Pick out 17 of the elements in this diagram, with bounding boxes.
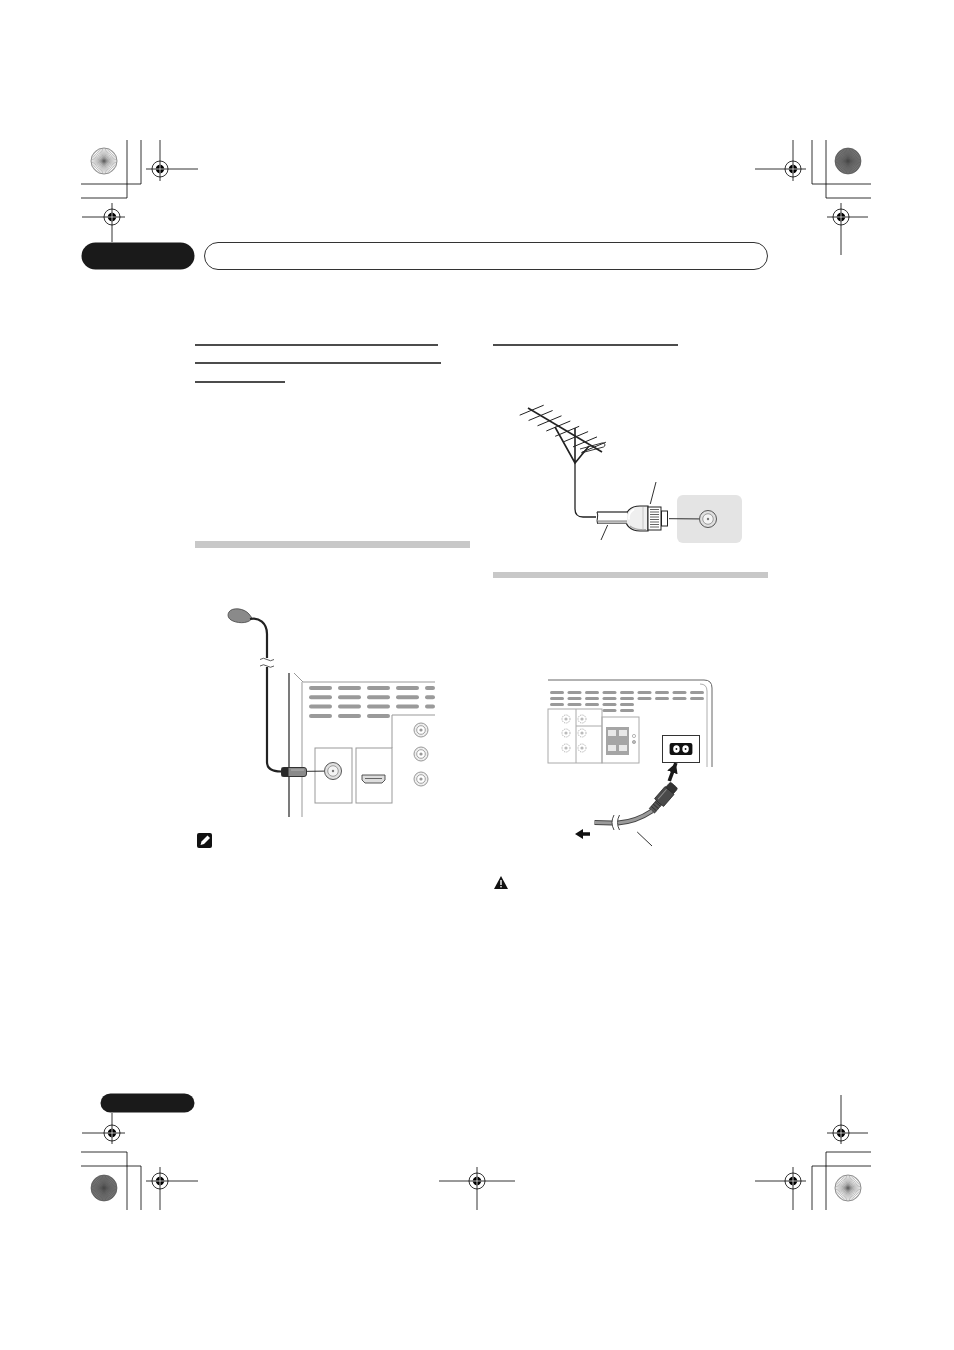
leader-line [600, 524, 609, 541]
chapter-tab [81, 242, 195, 270]
leader-line [636, 831, 653, 847]
wire-antenna-plug [281, 766, 307, 777]
power-plug [646, 781, 680, 815]
arrow [667, 762, 678, 782]
leader-line [649, 481, 657, 505]
connector-line [306, 770, 325, 772]
connector-line [668, 518, 700, 520]
power-cord [592, 806, 655, 832]
power-inlet [662, 735, 700, 763]
antenna-socket [699, 510, 717, 528]
antenna-socket [324, 762, 342, 780]
header-bar [204, 242, 768, 270]
page-number-tab [100, 1093, 195, 1113]
antenna-cable [595, 510, 627, 525]
antenna-plug [624, 504, 669, 533]
